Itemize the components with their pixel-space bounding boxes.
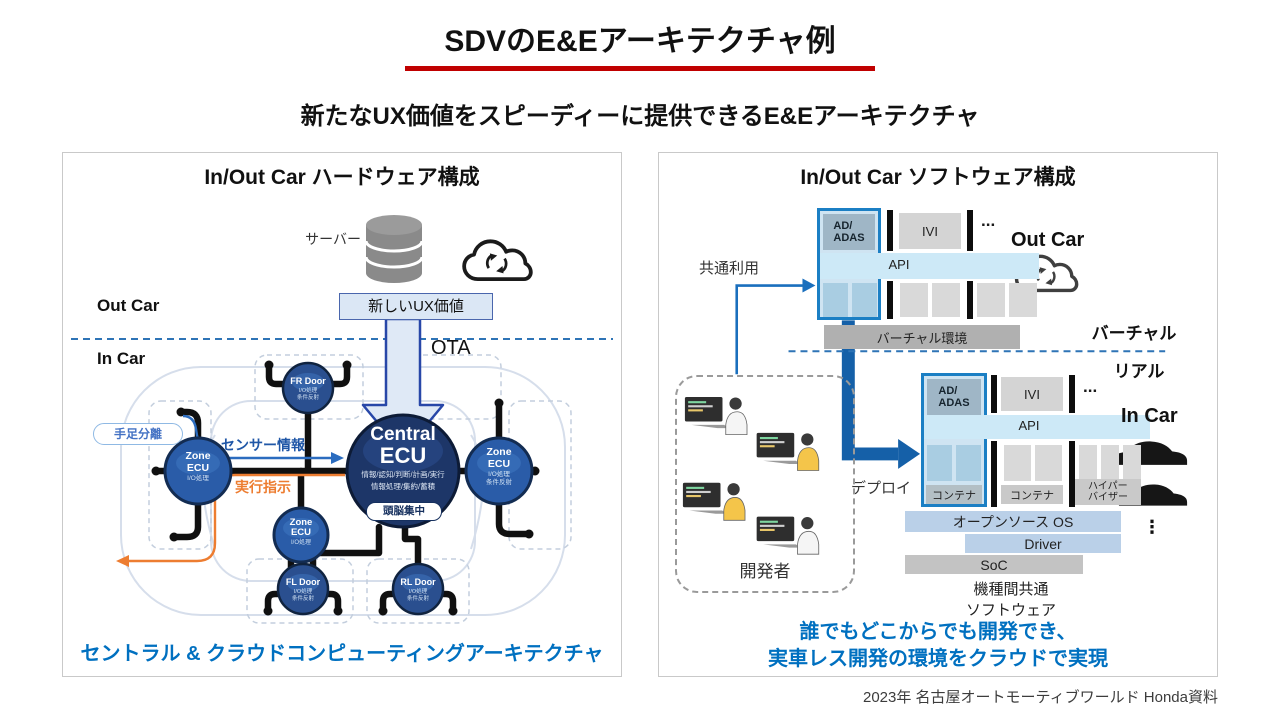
hardware-panel-title: In/Out Car ハードウェア構成	[204, 166, 480, 189]
ota-label: OTA	[431, 337, 471, 359]
bottom-ivi-box: IVI	[1001, 377, 1063, 411]
deploy-pipe-arrow	[841, 320, 921, 469]
zone-ecu-right: Zone ECU I/O処理 条件反射	[486, 446, 512, 487]
sw-in-car-label: In Car	[1121, 405, 1178, 427]
top-adas-header: AD/ ADAS	[823, 214, 875, 250]
software-diagram	[682, 254, 1188, 555]
central-ecu-fn1: 情報/認知/判断/計画/実行	[361, 469, 445, 479]
hardware-diagram	[71, 215, 613, 624]
bottom-cell	[927, 445, 952, 481]
top-api-band	[820, 253, 1039, 279]
hypervisor-box: ハイパー バイザー	[1075, 479, 1141, 505]
bottom-cell	[1079, 445, 1097, 481]
top-api-label: API	[888, 257, 910, 272]
bottom-cell	[1004, 445, 1031, 481]
limb-separation-pill: 手足分離	[93, 423, 183, 445]
new-ux-value-box: 新しいUX価値	[339, 293, 493, 320]
sensor-info-label: センサー情報	[221, 437, 305, 453]
top-cell	[932, 283, 960, 317]
source-credit: 2023年 名古屋オートモーティブワールド Honda資料	[862, 689, 1218, 706]
bottom-divider-bar-1b	[991, 441, 997, 507]
top-cell	[977, 283, 1005, 317]
real-label: リアル	[1113, 362, 1165, 381]
central-ecu-name1: Central	[370, 424, 436, 445]
developers-box	[675, 375, 855, 593]
bottom-api-band	[924, 415, 1150, 439]
in-car-label: In Car	[97, 349, 146, 368]
out-car-label: Out Car	[97, 296, 160, 315]
top-cell	[852, 283, 877, 317]
deploy-label: デプロイ	[851, 480, 912, 497]
bottom-divider-bar-1a	[991, 375, 997, 413]
software-caption-2: 実車レス開発の環境をクラウドで実現	[768, 648, 1108, 670]
sw-out-car-label: Out Car	[1011, 229, 1085, 251]
ecu-nodes	[163, 361, 534, 616]
page-title-wrap: SDVのE&Eアーキテクチャ例	[0, 16, 1280, 71]
top-cell	[823, 283, 848, 317]
hardware-caption: セントラル & クラウドコンピューティングアーキテクチャ	[80, 643, 604, 665]
title-underline	[405, 66, 875, 71]
developers-label: 開発者	[739, 562, 791, 581]
page-subtitle: 新たなUX価値をスピーディーに提供できるE&Eアーキテクチャ	[300, 103, 980, 130]
bottom-cell	[1101, 445, 1119, 481]
bottom-cell	[1123, 445, 1141, 481]
server-label: サーバー	[305, 231, 361, 247]
software-panel: In/Out Car ソフトウェア構成 AD/ ADAS API IVI ...…	[658, 152, 1218, 677]
central-ecu-badge: 頭脳集中	[366, 502, 442, 521]
zone-ecu-left: Zone ECU I/O処理	[185, 450, 211, 483]
adas-container-box: コンテナ	[926, 485, 982, 504]
rl-door-node: RL Door I/O処理 条件反射	[400, 577, 436, 602]
cloud-sync-icon	[462, 239, 533, 281]
software-caption-1: 誰でもどこからでも開発でき、	[799, 621, 1077, 643]
hardware-panel: In/Out Car ハードウェア構成 サーバー 新しいUX価値 Out Car…	[62, 152, 622, 677]
soc-band: SoC	[905, 555, 1083, 574]
ivi-container-box: コンテナ	[1001, 485, 1063, 504]
virtual-env-band: バーチャル環境	[824, 325, 1020, 349]
bottom-cell	[1035, 445, 1062, 481]
central-ecu-fn2: 情報処理/集約/蓄積	[370, 481, 436, 491]
top-divider-bar-1a	[887, 210, 893, 251]
bottom-divider-bar-2a	[1069, 375, 1075, 413]
central-ecu-name2: ECU	[379, 442, 427, 468]
bottom-adas-header: AD/ ADAS	[927, 379, 981, 415]
shared-use-label: 共通利用	[699, 260, 760, 277]
bottom-cell	[956, 445, 981, 481]
fr-door-node: FR Door I/O処理 条件反射	[290, 376, 326, 401]
open-source-os-band: オープンソース OS	[905, 511, 1121, 532]
fl-door-node: FL Door I/O処理 条件反射	[285, 577, 321, 602]
shared-use-arrow	[735, 278, 816, 375]
top-ivi-box: IVI	[899, 213, 961, 249]
bottom-divider-bar-2b	[1069, 441, 1075, 507]
common-sw-label: 機種間共通 ソフトウェア	[965, 581, 1056, 619]
top-divider-bar-2b	[967, 281, 973, 319]
zone-ecu-bottom: Zone ECU I/O処理	[289, 517, 313, 546]
top-more-dots: ...	[981, 211, 996, 230]
top-cell	[900, 283, 928, 317]
virtual-label: バーチャル	[1091, 324, 1177, 343]
page-title: SDVのE&Eアーキテクチャ例	[444, 25, 836, 58]
more-cars-ellipsis: ⋮	[1143, 517, 1161, 537]
bottom-adas-column: AD/ ADAS	[921, 373, 987, 507]
top-divider-bar-1b	[887, 281, 893, 319]
top-cell	[1009, 283, 1037, 317]
central-ecu-node: Central ECU 情報/認知/判断/計画/実行 情報処理/集約/蓄積	[335, 425, 471, 492]
server-icon	[364, 215, 424, 283]
driver-band: Driver	[965, 534, 1121, 553]
top-divider-bar-2a	[967, 210, 973, 251]
exec-order-label: 実行指示	[235, 479, 291, 495]
bottom-api-label: API	[1018, 418, 1040, 433]
software-panel-title: In/Out Car ソフトウェア構成	[800, 166, 1076, 189]
bottom-more-dots: ...	[1083, 377, 1098, 396]
